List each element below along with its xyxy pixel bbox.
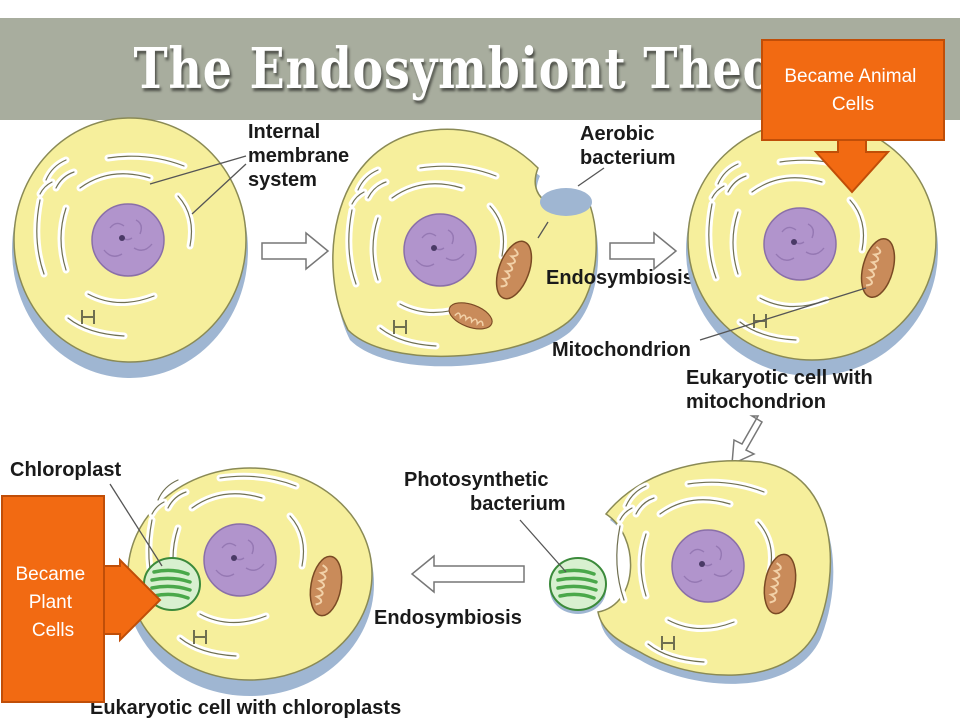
arrow-step-1 xyxy=(261,231,330,271)
cell-ancestor xyxy=(12,117,248,378)
label-aerobic-bacterium: Aerobic bacterium xyxy=(580,123,676,169)
slide-title: The Endosymbiont Theory xyxy=(133,36,827,102)
cell-with-mitochondrion xyxy=(686,119,938,376)
label-endosymbiosis-bottom: Endosymbiosis xyxy=(374,607,522,629)
aerobic-leader xyxy=(577,167,605,187)
svg-text:Became Plant Cells: Became Plant Cells xyxy=(16,564,91,641)
cell-engulfing-aerobe xyxy=(332,128,599,367)
mitochondrion-leader xyxy=(699,287,867,341)
label-chloroplast: Chloroplast xyxy=(10,459,121,481)
label-eukaryotic-mitochondrion: Eukaryotic cell with mitochondrion xyxy=(686,367,878,413)
label-photosynthetic-bacterium: Photosynthetic bacterium xyxy=(404,469,566,515)
arrow-step-4 xyxy=(410,554,525,594)
internal-membrane-leader xyxy=(149,155,247,215)
arrow-step-3 xyxy=(731,415,764,466)
label-endosymbiosis-top: Endosymbiosis xyxy=(546,267,694,289)
cell-engulfing-photosynth xyxy=(597,460,834,684)
aerobic-entry-leader xyxy=(537,221,549,239)
label-internal-membrane: Internal membrane system xyxy=(248,121,355,191)
label-eukaryotic-chloroplasts: Eukaryotic cell with chloroplasts xyxy=(90,697,401,719)
aerobic-bacterium xyxy=(444,188,592,335)
callout-plant-cells: Became Plant Cells xyxy=(1,495,162,703)
chloroplast-leader xyxy=(109,483,163,567)
photosynth-leader xyxy=(519,519,567,573)
svg-text:Became Animal Cells: Became Animal Cells xyxy=(784,66,921,115)
label-mitochondrion: Mitochondrion xyxy=(552,339,691,361)
cell-with-chloroplasts xyxy=(126,467,374,696)
photosynthetic-bacterium xyxy=(548,556,608,614)
callout-animal-cells: Became Animal Cells xyxy=(761,39,945,194)
arrow-step-2 xyxy=(609,231,678,271)
